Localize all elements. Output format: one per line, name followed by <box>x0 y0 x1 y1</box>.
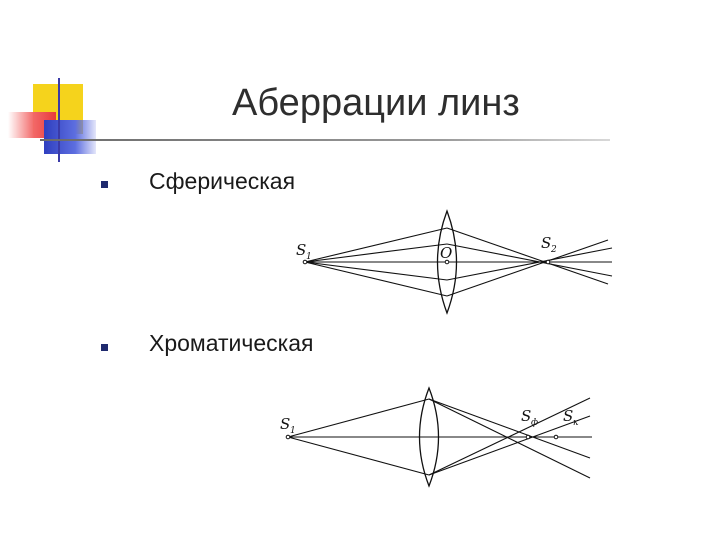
point-s-red <box>553 434 559 440</box>
converging-lens <box>436 209 458 315</box>
ray <box>446 243 613 277</box>
label-s2-sub: 2 <box>550 245 557 255</box>
ray <box>304 243 448 263</box>
point-o <box>444 259 450 265</box>
slide-title: Аберрации линз <box>232 82 520 124</box>
ray <box>446 239 609 297</box>
bullet-marker <box>101 181 108 188</box>
label-s-red-sub: к <box>573 418 579 428</box>
point-s1 <box>285 434 291 440</box>
ray <box>428 415 591 476</box>
label-s1: S <box>280 415 290 433</box>
label-s1: S <box>296 241 306 259</box>
label-s-violet: S <box>521 407 531 425</box>
decor-blue-bar <box>44 120 96 154</box>
label-s1-sub: 1 <box>306 252 312 262</box>
decor-vertical-line <box>58 78 60 162</box>
point-s2 <box>545 259 551 265</box>
title-underline <box>40 139 610 141</box>
label-s1-sub: 1 <box>290 426 296 436</box>
ray <box>428 398 591 459</box>
point-s1 <box>302 259 308 265</box>
ray <box>304 227 448 263</box>
ray <box>446 227 609 285</box>
label-s-red: S <box>563 407 573 425</box>
ray <box>304 261 448 297</box>
bullet-chromatic: Хроматическая <box>149 330 314 356</box>
converging-lens <box>418 386 440 488</box>
bullet-marker <box>101 344 108 351</box>
bullet-spherical: Сферическая <box>149 168 296 194</box>
label-o: O <box>440 244 452 262</box>
ray <box>304 261 448 281</box>
ray <box>287 398 430 438</box>
label-s2: S <box>541 234 551 252</box>
ray <box>428 397 591 476</box>
ray <box>446 247 613 281</box>
label-s-violet-sub: ф <box>531 418 538 428</box>
ray <box>428 398 591 479</box>
point-s-violet <box>525 434 531 440</box>
ray <box>287 436 430 476</box>
